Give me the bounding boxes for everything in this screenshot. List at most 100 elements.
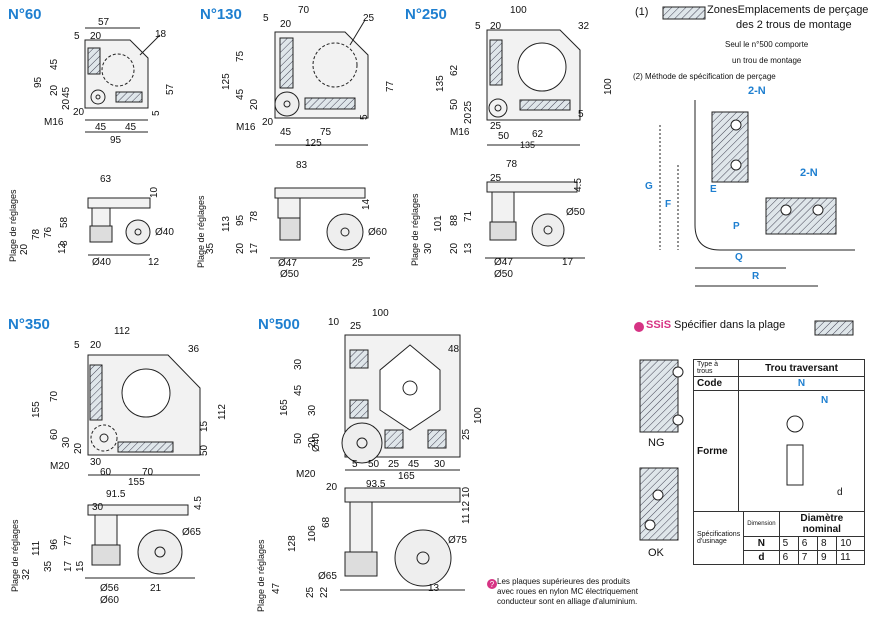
plage-label: Plage de réglages	[10, 519, 20, 592]
cell: 5	[778, 536, 799, 551]
plage-label: Plage de réglages	[256, 539, 266, 612]
type-value: Trou traversant	[738, 359, 865, 377]
n60-side-view	[87, 197, 151, 256]
dim: 60	[49, 428, 60, 440]
dim: 165	[279, 399, 290, 416]
forme-cell: N d	[738, 390, 865, 512]
dim: Ø40	[155, 227, 174, 238]
cell: 6	[778, 550, 799, 565]
dim: 50	[199, 444, 210, 456]
specs-label: Spécifications d'usinage	[692, 511, 745, 565]
dim: 128	[287, 535, 298, 552]
cell: 11	[836, 550, 865, 565]
dim: 15	[199, 420, 210, 432]
dim: 14	[361, 198, 372, 210]
dim: 78	[31, 228, 42, 240]
dim: 5	[74, 340, 80, 351]
dim: 35	[43, 560, 54, 572]
dim: 91.5	[106, 489, 126, 500]
legend-zones-title: ZonesEmplacements de perçage	[707, 4, 869, 16]
title-n250: N°250	[405, 6, 447, 23]
forme-n: N	[821, 395, 829, 406]
dim: 25	[463, 100, 474, 112]
dim: M16	[236, 122, 256, 133]
dim: 47	[271, 582, 282, 594]
dim: 5	[263, 13, 269, 24]
forme-label: Forme	[693, 390, 739, 512]
dim: 20	[61, 98, 72, 110]
dim: 100	[510, 5, 527, 16]
title-n350: N°350	[8, 316, 50, 333]
dim: 62	[449, 64, 460, 76]
legend-marker: (1)	[635, 6, 649, 18]
svg-text:?: ?	[490, 580, 495, 589]
label-g: G	[645, 181, 653, 192]
dim: 70	[142, 467, 154, 478]
dim: 20	[449, 242, 460, 254]
dim: 18	[155, 29, 167, 40]
dim: 77	[63, 534, 74, 546]
dim: 4.5	[193, 496, 204, 510]
dim: 57	[165, 83, 176, 95]
dim: Ø60	[100, 595, 119, 606]
dim: 20	[73, 107, 85, 118]
dim: 5	[578, 109, 584, 120]
dim: 63	[100, 174, 112, 185]
dim: Ø60	[368, 227, 387, 238]
n60-top-view	[84, 27, 161, 133]
dim: 5	[359, 114, 370, 120]
dim: 70	[49, 390, 60, 402]
dim: M16	[450, 127, 470, 138]
dim: 12	[461, 500, 472, 512]
ssis-hatch-swatch	[814, 320, 854, 336]
forme-d: d	[837, 487, 843, 498]
dim: 78	[506, 159, 518, 170]
dim: 30	[307, 404, 318, 416]
dim: 13	[428, 583, 440, 594]
dim: 125	[221, 73, 232, 90]
dim: 125	[305, 138, 322, 149]
cell: 7	[797, 550, 819, 565]
dim: 111	[31, 540, 42, 556]
dim: 112	[217, 404, 228, 420]
dim: Ø40	[311, 433, 322, 452]
n250-side-view	[485, 181, 585, 259]
label-p: P	[733, 221, 740, 232]
title-n60: N°60	[8, 6, 42, 23]
dim: Ø56	[100, 583, 119, 594]
dim: 101	[433, 215, 444, 232]
legend-note-1: Seul le n°500 comporte	[725, 40, 809, 49]
dim: 20	[249, 98, 260, 110]
dim: 30	[90, 457, 102, 468]
dim: 62	[532, 129, 544, 140]
dim: 30	[293, 358, 304, 370]
dim: 88	[449, 214, 460, 226]
dim: 45	[408, 459, 420, 470]
dim: 20	[73, 442, 84, 454]
plage-label: Plage de réglages	[8, 189, 18, 262]
dim: 135	[435, 75, 446, 92]
dim: 10	[461, 486, 472, 498]
n130-side-view	[270, 187, 370, 259]
footnote-line: avec roues en nylon MC électriquement	[497, 587, 638, 596]
label-f: F	[665, 199, 672, 210]
dim: 45	[61, 86, 72, 98]
dim: 58	[59, 216, 70, 228]
label-e: E	[710, 184, 717, 195]
dim: 17	[562, 257, 574, 268]
dim: 106	[307, 525, 318, 542]
dim: 83	[296, 160, 308, 171]
dim: 4.5	[573, 178, 584, 192]
dim: 95	[33, 76, 44, 88]
dim: 15	[75, 560, 86, 572]
ssis-logo-text: SSiS	[646, 319, 672, 331]
dim: 20	[90, 340, 102, 351]
dim: 155	[31, 401, 42, 418]
dim: 32	[578, 21, 590, 32]
label-r: R	[752, 271, 760, 282]
dim: 50	[368, 459, 380, 470]
dim: 36	[188, 344, 200, 355]
dim: 95	[235, 214, 246, 226]
ok-sample	[639, 467, 679, 541]
footnote: Les plaques supérieures des produits ave…	[497, 577, 638, 607]
